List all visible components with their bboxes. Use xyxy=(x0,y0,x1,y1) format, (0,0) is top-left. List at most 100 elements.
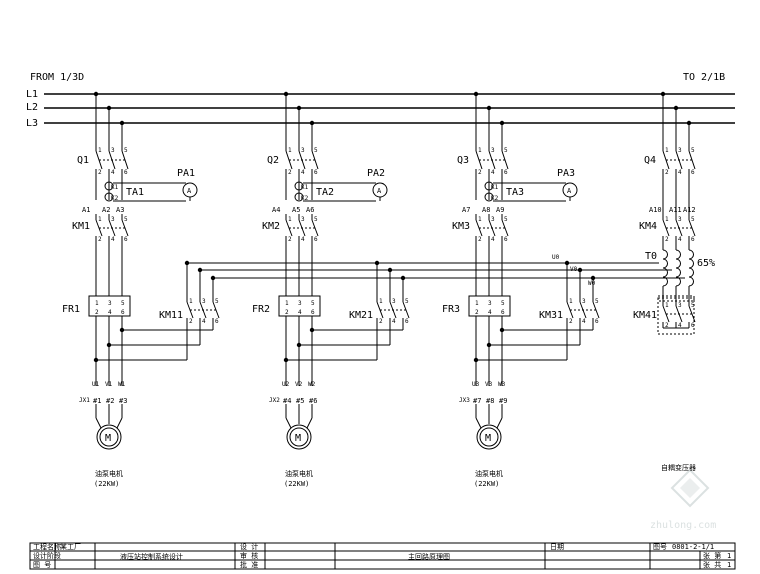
overload-contact-number: 5 xyxy=(311,300,315,307)
motor-lead xyxy=(285,417,292,429)
star-contactor-label: KM21 xyxy=(349,310,373,321)
star-contactor-contact-number: 2 xyxy=(569,318,573,325)
contactor-contact-number: 6 xyxy=(314,236,318,243)
contactor-contact-number: 3 xyxy=(491,216,495,223)
transformer-winding xyxy=(662,249,668,260)
contactor-contact-number: 5 xyxy=(124,216,128,223)
transformer-label: T0 xyxy=(645,251,657,262)
breaker-contact-number: 4 xyxy=(111,169,115,176)
sheet-title: 主回路原理图 xyxy=(408,552,450,561)
cable-label: V1 xyxy=(105,381,113,388)
contactor-contact-number: 4 xyxy=(491,236,495,243)
star-contactor-contact-number: 5 xyxy=(215,298,219,305)
title-label-stage: 设计阶段 xyxy=(33,551,61,560)
transformer-winding xyxy=(662,258,668,269)
junction-dot xyxy=(210,275,216,281)
motor-name: 油泵电机 xyxy=(285,469,313,478)
transformer-winding xyxy=(688,249,694,260)
contactor-contact-number: 1 xyxy=(665,216,669,223)
phase-label: A6 xyxy=(306,206,314,214)
contactor-contact-number: 3 xyxy=(301,216,305,223)
contactor-contact-number: 6 xyxy=(504,236,508,243)
breaker-contact-number: 5 xyxy=(691,147,695,154)
overload-contact-number: 6 xyxy=(121,309,125,316)
title-label-project: 工程名称 xyxy=(33,542,61,551)
current-transformer-label: TA3 xyxy=(506,187,524,198)
star-contactor-contact-number: 4 xyxy=(392,318,396,325)
neutral-contactor-contact-number: 3 xyxy=(678,302,682,309)
neutral-contactor-contact-number: 4 xyxy=(678,322,682,329)
terminal-block-label: JX3 xyxy=(459,397,470,404)
breaker-contact-number: 2 xyxy=(478,169,482,176)
contactor-label: KM2 xyxy=(262,221,280,232)
breaker-contact-number: 3 xyxy=(111,147,115,154)
neutral-contactor-contact-number: 2 xyxy=(665,322,669,329)
overload-relay-label: FR1 xyxy=(62,304,80,315)
star-contactor-label: KM31 xyxy=(539,310,563,321)
breaker-contact-number: 5 xyxy=(124,147,128,154)
ammeter-symbol: A xyxy=(377,187,382,195)
junction-dot xyxy=(590,275,596,281)
overload-contact-number: 4 xyxy=(298,309,302,316)
star-contactor-contact-number: 1 xyxy=(189,298,193,305)
phase-label: A7 xyxy=(462,206,470,214)
cable-label: V3 xyxy=(485,381,493,388)
transformer-winding xyxy=(675,249,681,260)
transformer-winding xyxy=(688,276,694,287)
breaker-contact-number: 1 xyxy=(665,147,669,154)
bus-l2-label: L2 xyxy=(26,102,38,113)
motor-name: 油泵电机 xyxy=(475,469,503,478)
overload-contact-number: 1 xyxy=(95,300,99,307)
contactor-contact-number: 3 xyxy=(678,216,682,223)
phase-label: A3 xyxy=(116,206,124,214)
terminal-label: #2 xyxy=(106,397,114,405)
terminal-label: #4 xyxy=(283,397,291,405)
motor-symbol: M xyxy=(295,433,301,444)
breaker-contact-number: 2 xyxy=(665,169,669,176)
motor-symbol: M xyxy=(485,433,491,444)
neutral-contactor-label: KM41 xyxy=(633,310,657,321)
motor-symbol: M xyxy=(105,433,111,444)
watermark-text: zhulong.com xyxy=(650,520,716,531)
date-label: 日期 xyxy=(550,543,564,551)
breaker-contact-number: 4 xyxy=(301,169,305,176)
title-block: 工程名称 设计阶段 图 号 某工厂 液压站控制系统设计 设 计 审 核 批 准 … xyxy=(29,542,736,570)
transformer-winding xyxy=(688,258,694,269)
phase-label: A9 xyxy=(496,206,504,214)
contactor-contact-number: 2 xyxy=(665,236,669,243)
phase-label: A12 xyxy=(683,206,696,214)
contactor-contact-number: 5 xyxy=(691,216,695,223)
phase-label: A2 xyxy=(102,206,110,214)
tap-percentage: 65% xyxy=(697,258,715,269)
terminal-label: #6 xyxy=(309,397,317,405)
breaker-contact-number: 6 xyxy=(691,169,695,176)
contactor-contact-number: 5 xyxy=(314,216,318,223)
current-transformer-coil xyxy=(294,181,304,191)
ammeter-symbol: A xyxy=(567,187,572,195)
star-contactor-contact-number: 3 xyxy=(582,298,586,305)
contactor-contact-number: 4 xyxy=(111,236,115,243)
breaker-contact-number: 6 xyxy=(124,169,128,176)
ct-terminal-k2: K2 xyxy=(491,195,499,202)
transformer-winding xyxy=(662,267,668,278)
signoff-approve: 批 准 xyxy=(240,560,258,569)
transformer-winding xyxy=(675,258,681,269)
neutral-contactor-contact-number: 6 xyxy=(691,322,695,329)
star-contactor-contact-number: 4 xyxy=(202,318,206,325)
overload-contact-number: 6 xyxy=(501,309,505,316)
motor-lead xyxy=(95,417,102,429)
phase-label: A8 xyxy=(482,206,490,214)
overload-contact-number: 3 xyxy=(108,300,112,307)
breaker-contact-number: 1 xyxy=(98,147,102,154)
transformer-winding xyxy=(675,267,681,278)
overload-contact-number: 2 xyxy=(475,309,479,316)
cable-label: U1 xyxy=(92,381,100,388)
breaker-contact-number: 4 xyxy=(491,169,495,176)
breaker-contact-number: 3 xyxy=(301,147,305,154)
contactor-contact-number: 2 xyxy=(288,236,292,243)
contactor-contact-number: 6 xyxy=(124,236,128,243)
overload-contact-number: 3 xyxy=(298,300,302,307)
breaker-contact-number: 2 xyxy=(98,169,102,176)
